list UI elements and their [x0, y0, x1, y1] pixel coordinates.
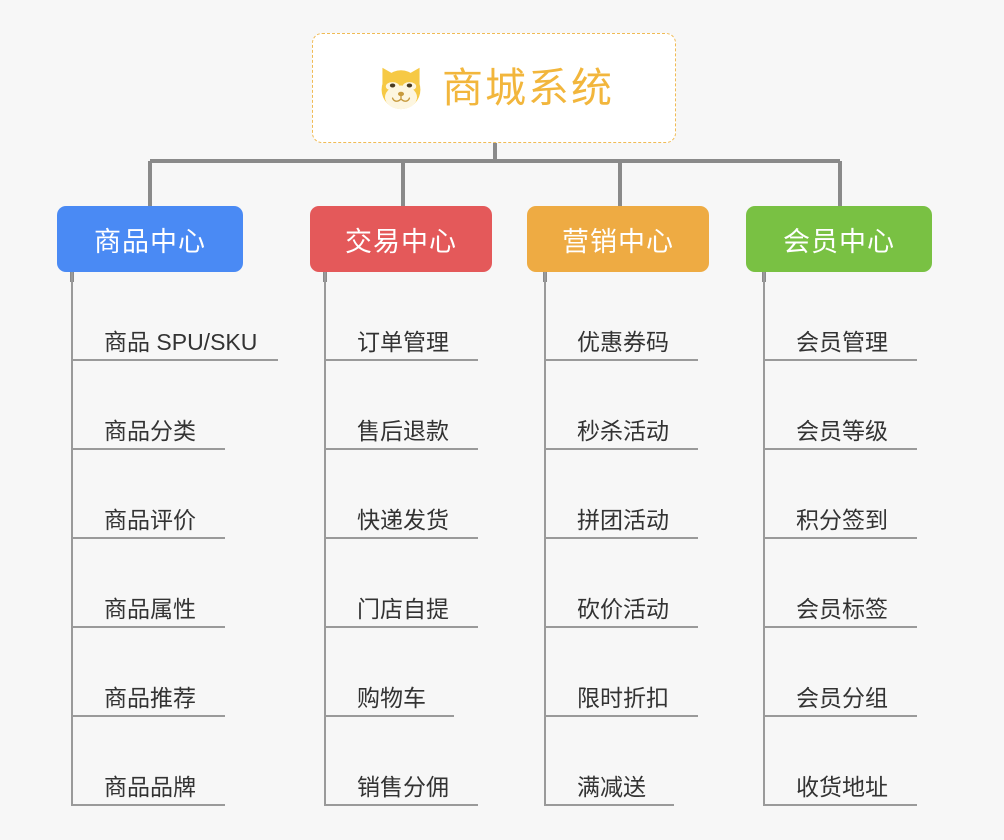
leaf-item[interactable]: 商品分类 [71, 361, 257, 450]
leaf-item-underline [765, 359, 917, 361]
dog-face-icon [374, 61, 428, 115]
leaf-item-label: 会员分组 [796, 684, 888, 711]
category-header-2[interactable]: 交易中心 [310, 206, 492, 272]
category-header-1[interactable]: 商品中心 [57, 206, 243, 272]
category-header-4[interactable]: 会员中心 [746, 206, 932, 272]
leaf-item[interactable]: 商品属性 [71, 539, 257, 628]
leaf-item-underline [546, 804, 674, 806]
leaf-item-underline [546, 448, 698, 450]
root-title: 商城系统 [442, 64, 614, 111]
leaf-item-label: 积分签到 [796, 506, 888, 533]
leaf-item[interactable]: 快递发货 [324, 450, 478, 539]
leaf-item-label: 满减送 [577, 773, 646, 800]
leaf-item-label: 商品 SPU/SKU [104, 328, 258, 355]
leaf-item-label: 会员管理 [796, 328, 888, 355]
leaf-item[interactable]: 秒杀活动 [544, 361, 698, 450]
leaf-item-label: 门店自提 [357, 595, 449, 622]
leaf-item-underline [546, 359, 698, 361]
leaf-item-label: 快递发货 [357, 506, 449, 533]
leaf-item-underline [546, 626, 698, 628]
leaf-item-label: 会员标签 [796, 595, 888, 622]
leaf-item-underline [73, 804, 225, 806]
leaf-item-underline [765, 537, 917, 539]
leaf-item-underline [765, 626, 917, 628]
leaf-item[interactable]: 积分签到 [763, 450, 917, 539]
leaf-item[interactable]: 售后退款 [324, 361, 478, 450]
leaf-item-underline [326, 448, 478, 450]
leaf-item-label: 优惠券码 [577, 328, 669, 355]
leaf-item-label: 收货地址 [796, 773, 888, 800]
leaf-item-underline [326, 804, 478, 806]
leaf-item[interactable]: 优惠券码 [544, 272, 698, 361]
leaf-item[interactable]: 限时折扣 [544, 628, 698, 717]
leaf-item-underline [73, 448, 225, 450]
leaf-item[interactable]: 商品 SPU/SKU [71, 272, 278, 361]
leaf-item-label: 商品评价 [104, 506, 196, 533]
leaf-item-underline [326, 626, 478, 628]
leaf-item[interactable]: 拼团活动 [544, 450, 698, 539]
leaf-item[interactable]: 商品评价 [71, 450, 257, 539]
leaf-item-underline [326, 715, 454, 717]
leaf-item[interactable]: 订单管理 [324, 272, 478, 361]
leaf-item[interactable]: 砍价活动 [544, 539, 698, 628]
leaf-item[interactable]: 商品推荐 [71, 628, 257, 717]
leaf-item[interactable]: 会员标签 [763, 539, 917, 628]
leaf-item-underline [765, 804, 917, 806]
leaf-item[interactable]: 销售分佣 [324, 717, 478, 806]
leaf-item-underline [326, 537, 478, 539]
leaf-item[interactable]: 收货地址 [763, 717, 917, 806]
leaf-item[interactable]: 会员管理 [763, 272, 917, 361]
leaf-item[interactable]: 商品品牌 [71, 717, 257, 806]
root-node[interactable]: 商城系统 [312, 33, 676, 143]
leaf-item-underline [546, 537, 698, 539]
leaf-item-label: 购物车 [357, 684, 426, 711]
category-header-label: 交易中心 [345, 226, 457, 257]
leaf-item-label: 限时折扣 [577, 684, 669, 711]
leaf-item[interactable]: 门店自提 [324, 539, 478, 628]
leaf-column-4: 会员管理会员等级积分签到会员标签会员分组收货地址 [763, 272, 917, 806]
leaf-column-2: 订单管理售后退款快递发货门店自提购物车销售分佣 [324, 272, 478, 806]
leaf-item-underline [73, 537, 225, 539]
leaf-item-label: 商品分类 [104, 417, 196, 444]
leaf-item-underline [765, 715, 917, 717]
leaf-item-label: 会员等级 [796, 417, 888, 444]
category-header-label: 营销中心 [562, 226, 674, 257]
leaf-item-underline [73, 359, 278, 361]
leaf-item-underline [73, 626, 225, 628]
leaf-item-label: 秒杀活动 [577, 417, 669, 444]
category-header-3[interactable]: 营销中心 [527, 206, 709, 272]
leaf-item-label: 商品推荐 [104, 684, 196, 711]
leaf-item-label: 订单管理 [357, 328, 449, 355]
leaf-column-3: 优惠券码秒杀活动拼团活动砍价活动限时折扣满减送 [544, 272, 698, 806]
leaf-item[interactable]: 会员分组 [763, 628, 917, 717]
leaf-item-label: 商品品牌 [104, 773, 196, 800]
leaf-item[interactable]: 满减送 [544, 717, 674, 806]
leaf-item-label: 砍价活动 [577, 595, 669, 622]
category-header-label: 商品中心 [94, 226, 206, 257]
leaf-item-label: 拼团活动 [577, 506, 669, 533]
leaf-item-label: 商品属性 [104, 595, 196, 622]
leaf-item[interactable]: 购物车 [324, 628, 454, 717]
leaf-column-1: 商品 SPU/SKU 商品分类商品评价商品属性商品推荐商品品牌 [71, 272, 278, 806]
leaf-item-label: 销售分佣 [357, 773, 449, 800]
leaf-item[interactable]: 会员等级 [763, 361, 917, 450]
leaf-item-underline [765, 448, 917, 450]
leaf-item-underline [546, 715, 698, 717]
category-header-label: 会员中心 [783, 226, 895, 257]
leaf-item-label: 售后退款 [357, 417, 449, 444]
leaf-item-underline [326, 359, 478, 361]
leaf-item-underline [73, 715, 225, 717]
